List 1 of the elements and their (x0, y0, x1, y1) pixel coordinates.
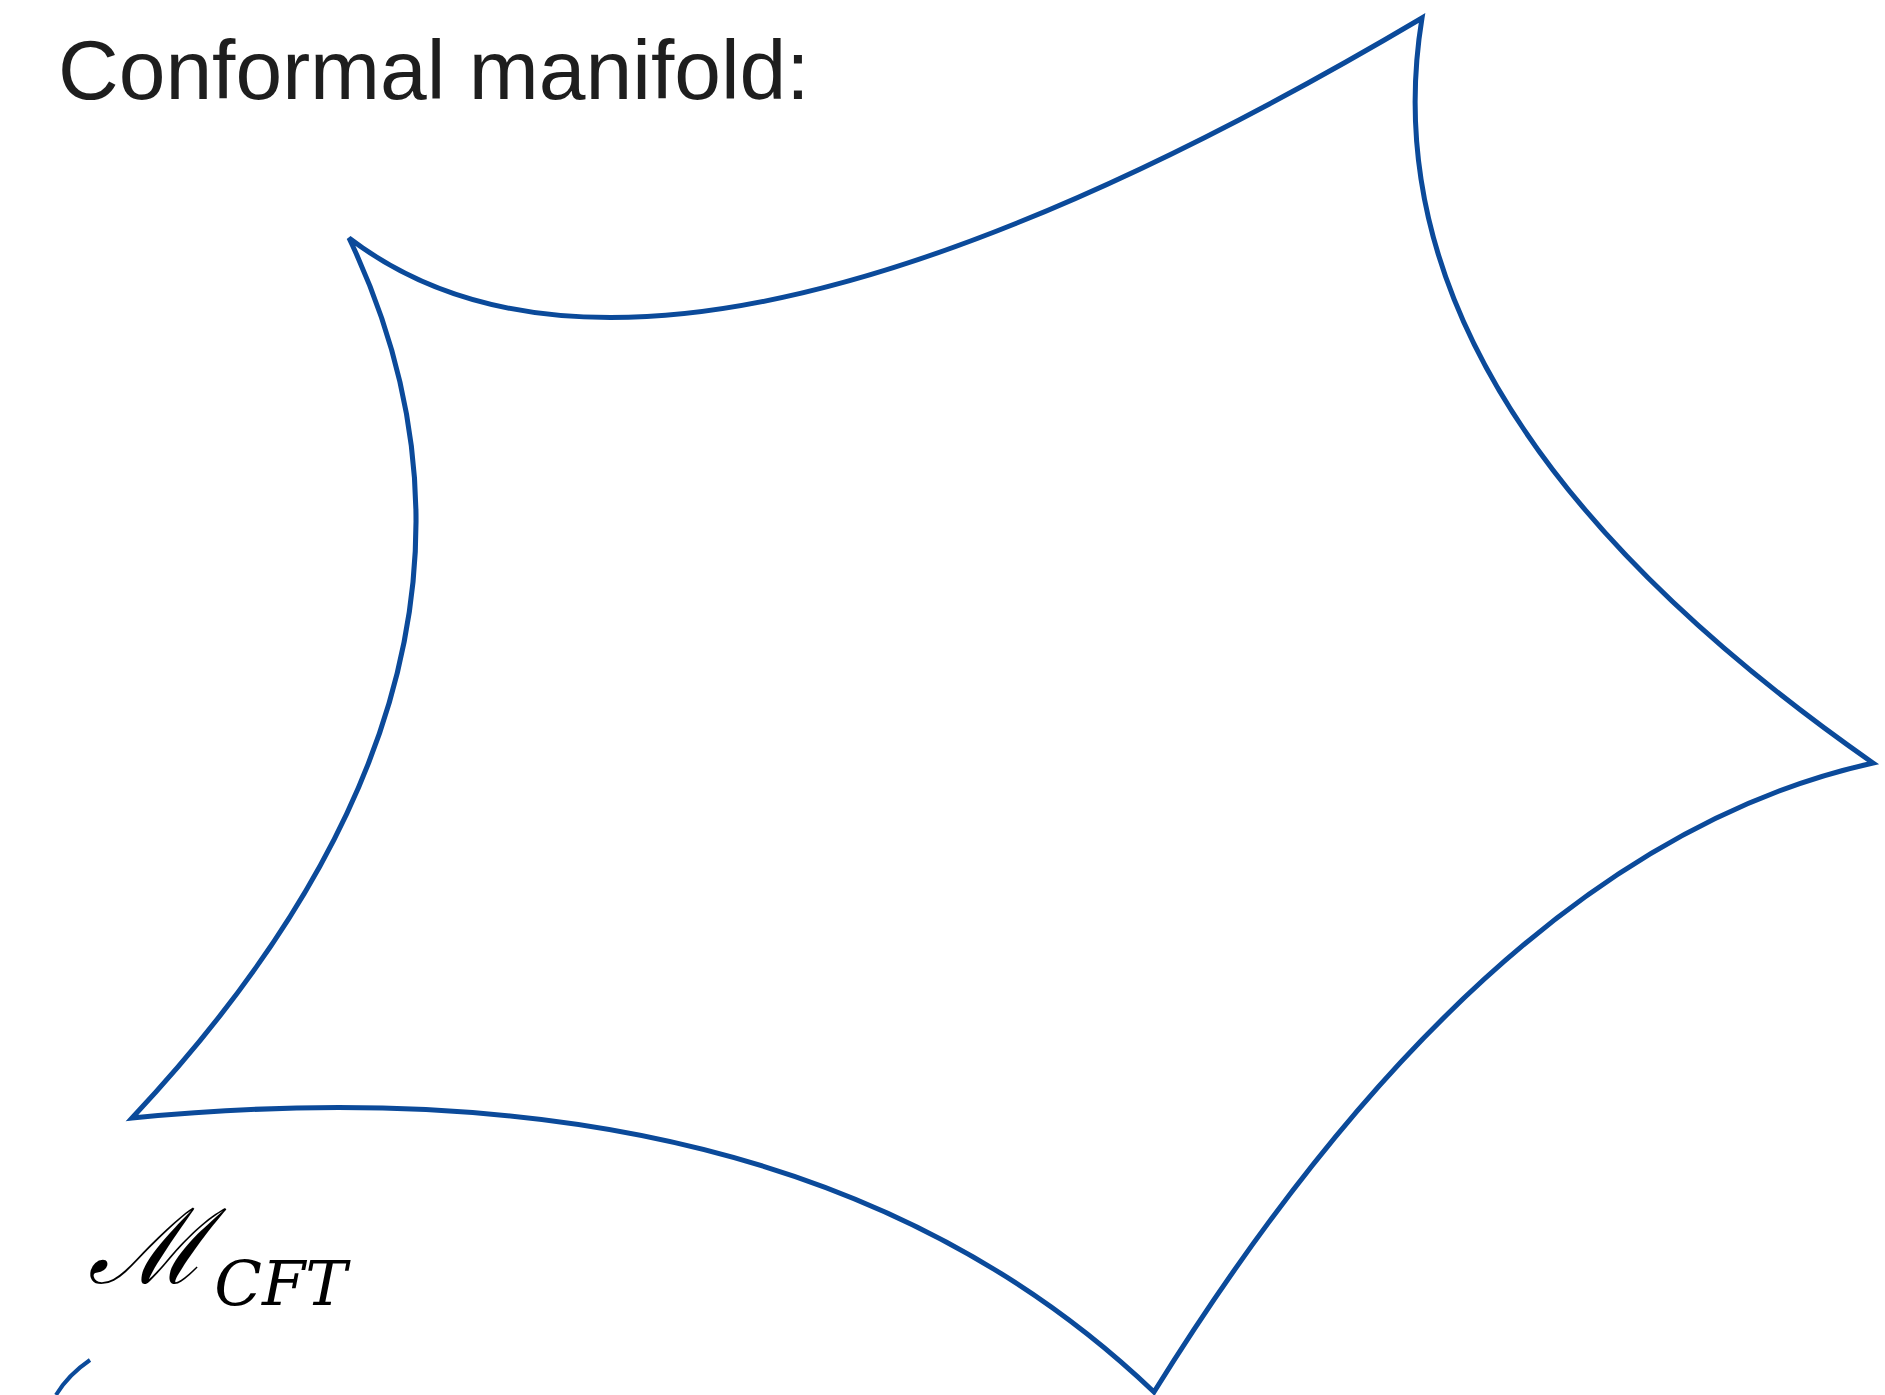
title: Conformal manifold: (58, 22, 810, 119)
